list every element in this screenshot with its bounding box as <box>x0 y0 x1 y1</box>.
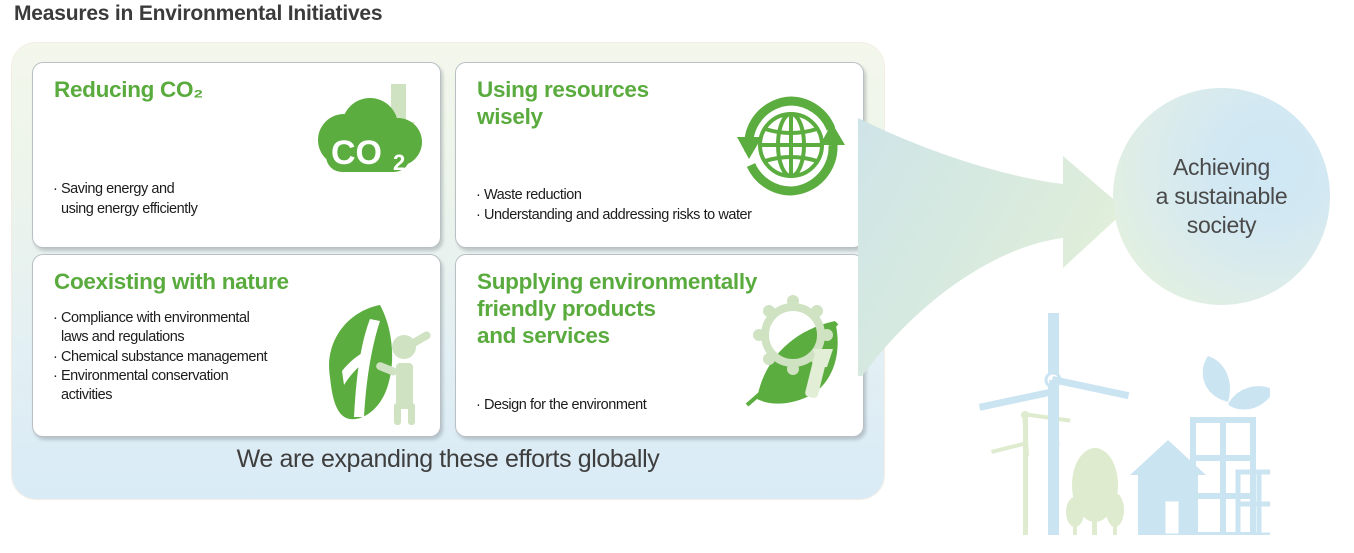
card-supplying-eco-products[interactable]: Supplying environmentally friendly produ… <box>455 254 864 437</box>
list-item: · Understanding and addressing risks to … <box>476 206 752 223</box>
list-item: · Chemical substance management <box>53 348 268 365</box>
co2-cloud-icon: CO 2 <box>304 80 430 192</box>
card-bullet-list: · Saving energy and using energy efficie… <box>53 180 198 219</box>
card-reducing-co2[interactable]: Reducing CO₂ CO 2 <box>32 62 441 248</box>
gear-leaf-icon <box>727 291 855 409</box>
card-bullet-list: · Waste reduction · Understanding and ad… <box>476 186 752 225</box>
footer-caption: We are expanding these efforts globally <box>236 445 660 473</box>
list-item: · Design for the environment <box>476 396 647 413</box>
initiative-cards-grid: Reducing CO₂ CO 2 <box>32 62 864 437</box>
card-title: Reducing CO₂ <box>54 77 203 102</box>
goal-text: Achieving a sustainable society <box>1155 154 1288 238</box>
list-item: · Waste reduction <box>476 187 582 204</box>
leaf-person-icon <box>316 299 434 427</box>
list-item: · Environmental conservation activities <box>53 367 229 404</box>
card-title: Using resources wisely <box>477 77 649 129</box>
list-item: · Saving energy and using energy efficie… <box>53 181 198 217</box>
svg-text:2: 2 <box>393 150 405 175</box>
svg-text:CO: CO <box>331 134 382 172</box>
card-coexisting-with-nature[interactable]: Coexisting with nature · <box>32 254 441 437</box>
list-item: · Compliance with environmental laws and… <box>53 310 250 346</box>
card-title: Supplying environmentally friendly produ… <box>477 269 758 348</box>
curved-right-arrow-icon <box>858 118 1158 398</box>
sustainable-city-illustration <box>950 300 1283 538</box>
page-title: Measures in Environmental Initiatives <box>14 2 383 25</box>
globe-recycle-icon <box>731 85 851 205</box>
card-title: Coexisting with nature <box>54 269 289 294</box>
card-bullet-list: · Design for the environment <box>476 396 647 415</box>
card-bullet-list: · Compliance with environmental laws and… <box>53 309 268 405</box>
goal-circle: Achieving a sustainable society <box>1113 88 1330 305</box>
card-using-resources-wisely[interactable]: Using resources wisely <box>455 62 864 248</box>
